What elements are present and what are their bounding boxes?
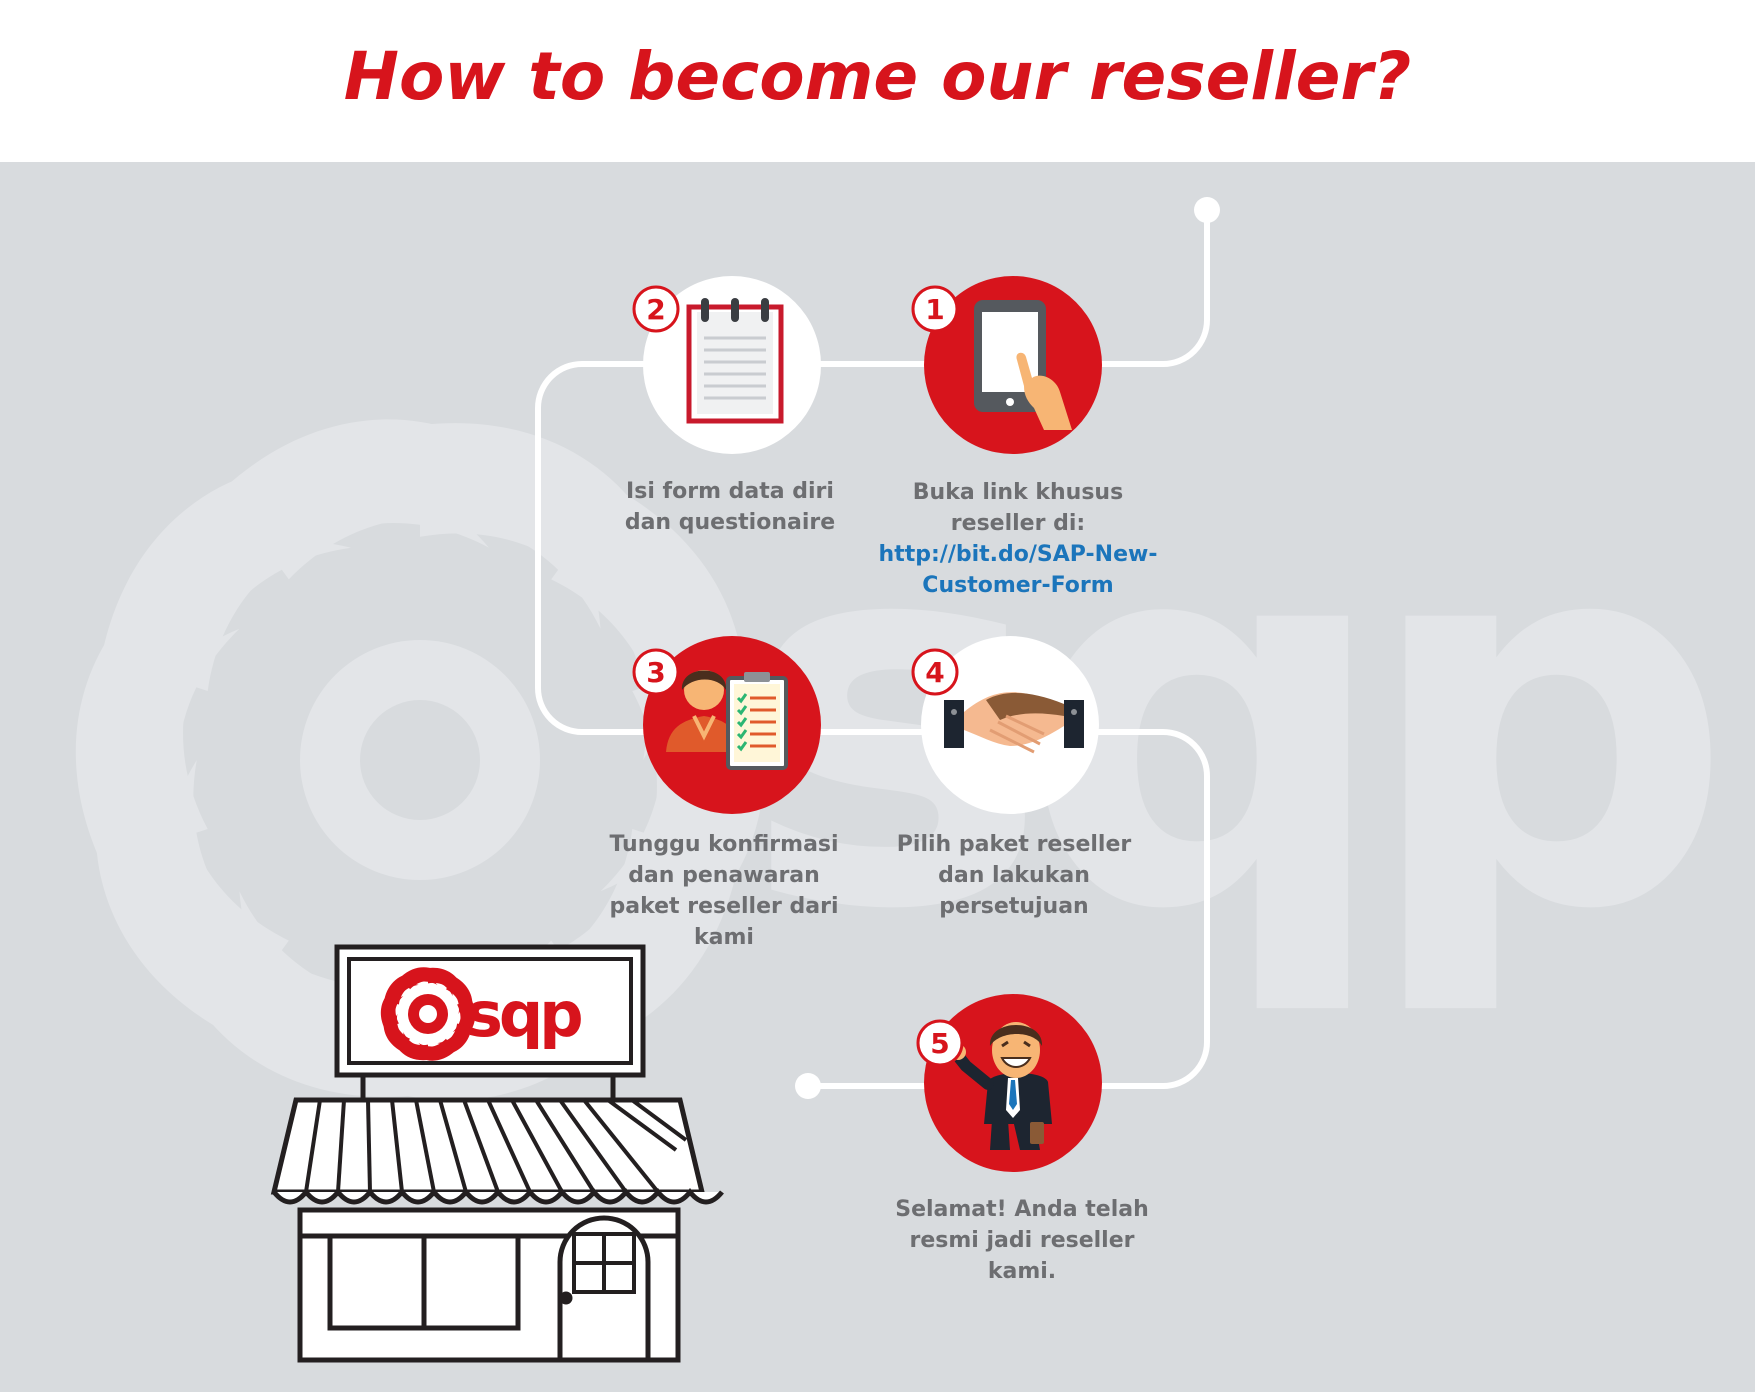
step-5: 5 — [916, 994, 1102, 1172]
step-5-caption: Selamat! Anda telah resmi jadi reseller … — [872, 1194, 1172, 1287]
step-2-caption-line-2: dan questionaire — [624, 510, 836, 535]
step-4-caption: Pilih paket reseller dan lakukan persetu… — [864, 829, 1164, 922]
step-3: 3 — [632, 636, 821, 814]
header: How to become our reseller? — [0, 0, 1755, 162]
process-path — [535, 210, 1210, 1089]
step-1-caption-line-2: reseller di: — [950, 511, 1086, 536]
store-logo-swirl-icon — [372, 955, 484, 1073]
step-2-badge — [632, 285, 680, 333]
reseller-form-link[interactable]: http://bit.do/SAP-New- — [878, 542, 1158, 567]
tablet-tap-icon — [974, 300, 1072, 430]
reseller-form-link-cont[interactable]: Customer-Form — [922, 573, 1114, 598]
step-5-caption-line-2: resmi jadi reseller — [909, 1228, 1135, 1253]
step-5-caption-line-1: Selamat! Anda telah — [895, 1197, 1149, 1222]
step-2-caption-line-1: Isi form data diri — [626, 479, 834, 504]
step-3-number: 3 — [646, 656, 665, 689]
step-3-caption: Tunggu konfirmasi dan penawaran paket re… — [574, 829, 874, 953]
step-3-caption-line-2: dan penawaran — [628, 863, 820, 888]
step-2-caption: Isi form data diri dan questionaire — [580, 476, 880, 538]
step-1: 1 — [911, 276, 1102, 454]
businessman-thumbs-up-icon — [950, 1022, 1052, 1150]
woman-clipboard-icon — [666, 670, 788, 770]
store-sign-text: sqp — [466, 978, 581, 1051]
page-title: How to become our reseller? — [343, 38, 1412, 115]
step-5-caption-line-3: kami. — [987, 1259, 1057, 1284]
path-end-dot — [795, 1073, 821, 1099]
step-5-badge — [916, 1019, 964, 1067]
watermark-logo-text: sqp — [740, 417, 1711, 1023]
step-3-caption-line-3: paket reseller dari — [609, 894, 839, 919]
step-1-caption: Buka link khusus reseller di: http://bit… — [868, 477, 1168, 601]
watermark: sqp — [11, 334, 1741, 1186]
handshake-icon — [944, 692, 1084, 754]
storefront-illustration: sqp — [270, 944, 724, 1363]
step-4-badge — [911, 648, 959, 696]
step-1-caption-line-1: Buka link khusus — [912, 480, 1124, 505]
step-3-badge — [632, 648, 680, 696]
step-5-number: 5 — [930, 1027, 949, 1060]
step-4-caption-line-1: Pilih paket reseller — [896, 832, 1132, 857]
step-3-caption-line-1: Tunggu konfirmasi — [609, 832, 839, 857]
notepad-icon — [686, 298, 784, 424]
watermark-swirl-icon — [11, 334, 829, 1186]
step-4-caption-line-2: dan lakukan — [938, 863, 1090, 888]
step-1-number: 1 — [925, 293, 944, 326]
step-4-caption-line-3: persetujuan — [939, 894, 1089, 919]
step-3-caption-line-4: kami — [694, 925, 754, 950]
step-4-number: 4 — [925, 656, 944, 689]
diagram-scene: sqp 1 2 — [11, 197, 1741, 1363]
path-start-dot — [1194, 197, 1220, 223]
step-2-number: 2 — [646, 293, 665, 326]
step-2: 2 — [632, 276, 821, 454]
step-1-badge — [911, 285, 959, 333]
step-4: 4 — [911, 636, 1099, 814]
